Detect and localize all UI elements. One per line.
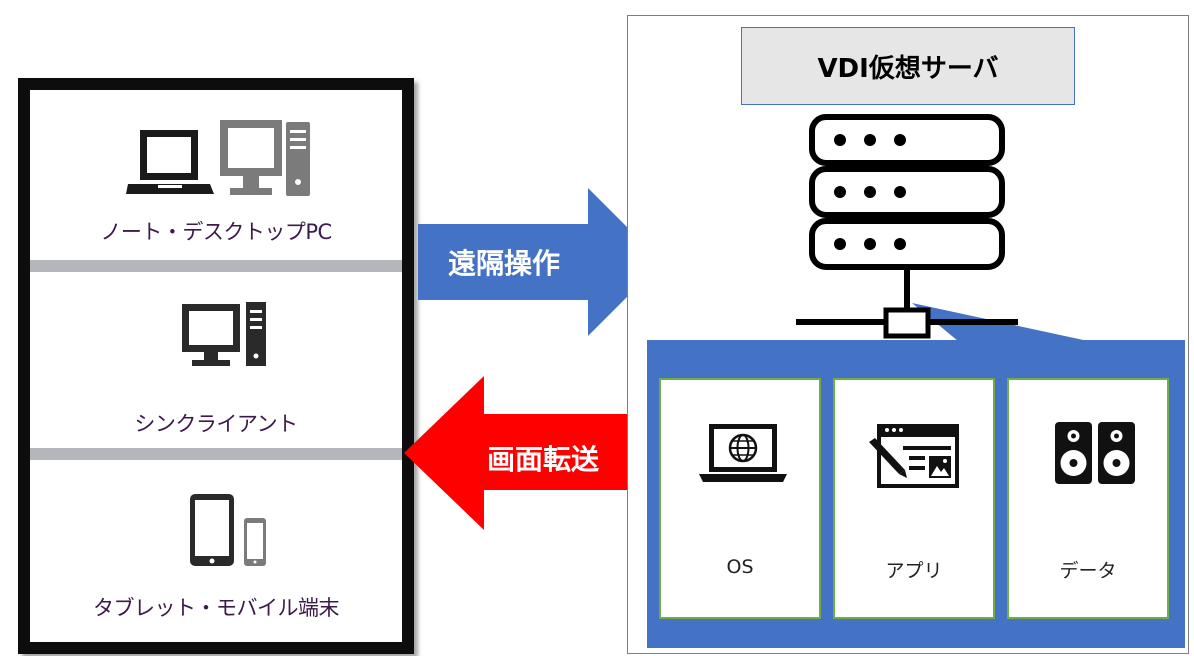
client-devices-panel: ノート・デスクトップPC シンクライアント タブレット・モバイル端末 (18, 78, 414, 654)
thin-client-icon (170, 298, 270, 370)
separator (30, 260, 402, 272)
client-label-thin-client: シンクライアント (134, 412, 298, 436)
laptop-desktop-icon (126, 112, 316, 202)
speakers-icon (1053, 420, 1137, 486)
client-label-pc: ノート・デスクトップPC (100, 220, 332, 244)
remote-operation-label: 遠隔操作 (448, 247, 561, 280)
screen-transfer-label: 画面転送 (487, 443, 600, 476)
separator (30, 448, 402, 460)
laptop-globe-icon (699, 422, 787, 484)
server-title-box: VDI仮想サーバ (741, 27, 1075, 105)
app-window-pen-icon (865, 420, 965, 492)
remote-operation-arrow (418, 188, 662, 336)
tablet-phone-icon (186, 490, 276, 570)
component-label-os: OS (726, 556, 754, 578)
component-app: アプリ (833, 378, 995, 619)
screen-transfer-arrow (404, 376, 642, 530)
component-os: OS (659, 378, 821, 619)
component-label-data: データ (1059, 560, 1117, 582)
component-label-app: アプリ (885, 560, 943, 582)
client-label-tablet: タブレット・モバイル端末 (93, 596, 340, 620)
server-rack-icon (796, 114, 1088, 341)
component-data: データ (1007, 378, 1169, 619)
server-title: VDI仮想サーバ (817, 53, 999, 84)
